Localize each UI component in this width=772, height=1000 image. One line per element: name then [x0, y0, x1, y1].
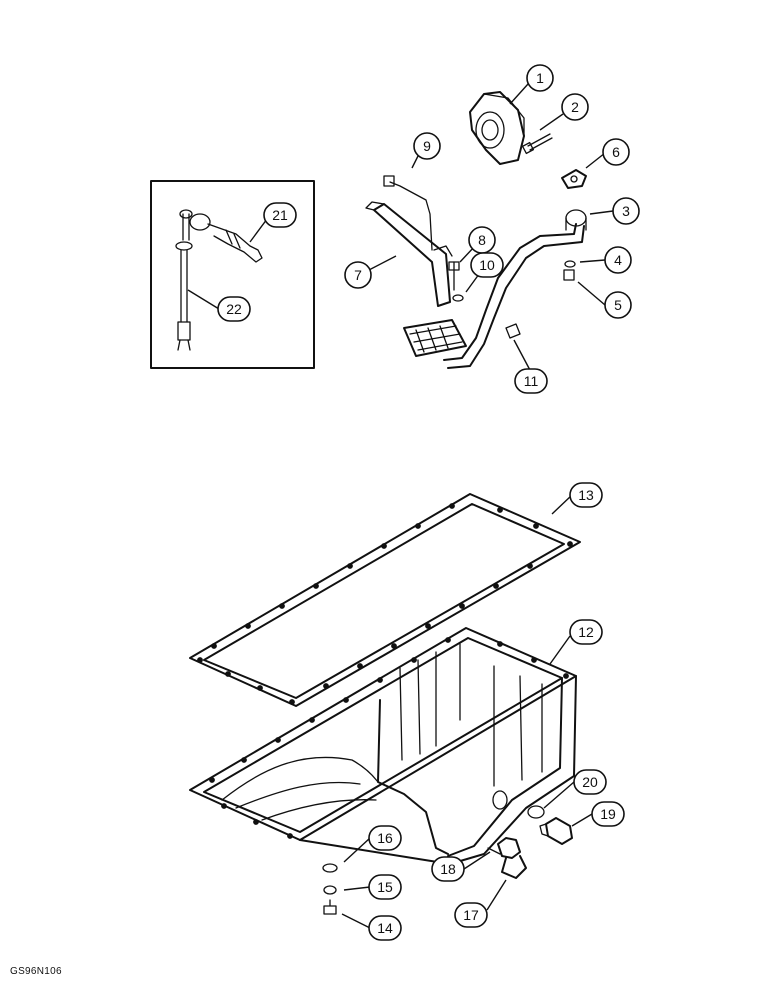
drain-valve	[497, 837, 527, 879]
callout-9: 9	[413, 132, 441, 160]
callout-4: 4	[604, 246, 632, 274]
support-bracket	[365, 201, 453, 307]
oil-pan-gasket	[189, 493, 581, 707]
callout-12: 12	[569, 619, 603, 645]
callout-20: 20	[573, 769, 607, 795]
callout-10: 10	[470, 252, 504, 278]
svg-text:19: 19	[600, 806, 616, 822]
pan-hardware-stack	[322, 863, 338, 915]
bracket-cap-screw	[383, 175, 433, 251]
dipstick-handle	[189, 213, 263, 263]
callout-19: 19	[591, 801, 625, 827]
pump-bolt	[521, 133, 553, 155]
svg-text:8: 8	[478, 232, 486, 248]
figure-code: GS96N106	[10, 966, 62, 977]
pickup-screen	[403, 319, 467, 357]
svg-text:6: 6	[612, 144, 620, 160]
svg-text:9: 9	[423, 138, 431, 154]
callout-3: 3	[612, 197, 640, 225]
dipstick-tube	[175, 209, 193, 351]
svg-text:13: 13	[578, 487, 594, 503]
svg-text:7: 7	[354, 267, 362, 283]
pickup-nut	[505, 323, 521, 339]
svg-text:1: 1	[536, 70, 544, 86]
svg-text:18: 18	[440, 861, 456, 877]
svg-text:21: 21	[272, 207, 288, 223]
svg-text:10: 10	[479, 257, 495, 273]
svg-text:20: 20	[582, 774, 598, 790]
callout-1: 1	[526, 64, 554, 92]
callout-21: 21	[263, 202, 297, 228]
pickup-tube	[443, 209, 587, 369]
drain-plug-gasket	[527, 805, 545, 819]
oil-pump-body	[469, 91, 525, 165]
svg-text:11: 11	[524, 373, 539, 389]
callout-13: 13	[569, 482, 603, 508]
dipstick-inset-frame	[150, 180, 315, 369]
pickup-washer	[564, 260, 576, 268]
svg-text:14: 14	[377, 920, 393, 936]
callout-6: 6	[602, 138, 630, 166]
oil-pan	[189, 627, 577, 865]
pickup-bolt	[563, 269, 575, 281]
callout-2: 2	[561, 93, 589, 121]
drain-plug	[539, 817, 573, 845]
drain-pin	[487, 847, 501, 855]
callout-17: 17	[454, 902, 488, 928]
callout-22: 22	[217, 296, 251, 322]
callout-14: 14	[368, 915, 402, 941]
bracket-bolt	[448, 261, 460, 291]
callout-18: 18	[431, 856, 465, 882]
callout-11: 11	[514, 368, 548, 394]
svg-text:17: 17	[463, 907, 479, 923]
svg-text:5: 5	[614, 297, 622, 313]
svg-text:15: 15	[377, 879, 393, 895]
svg-text:3: 3	[622, 203, 630, 219]
callout-5: 5	[604, 291, 632, 319]
svg-text:2: 2	[571, 99, 579, 115]
pickup-gasket	[561, 169, 587, 189]
callout-15: 15	[368, 874, 402, 900]
svg-text:12: 12	[578, 624, 594, 640]
callout-7: 7	[344, 261, 372, 289]
callout-16: 16	[368, 825, 402, 851]
svg-text:16: 16	[377, 830, 393, 846]
callout-8: 8	[468, 226, 496, 254]
svg-text:22: 22	[226, 301, 242, 317]
bracket-o-ring	[452, 294, 464, 302]
svg-text:4: 4	[614, 252, 622, 268]
